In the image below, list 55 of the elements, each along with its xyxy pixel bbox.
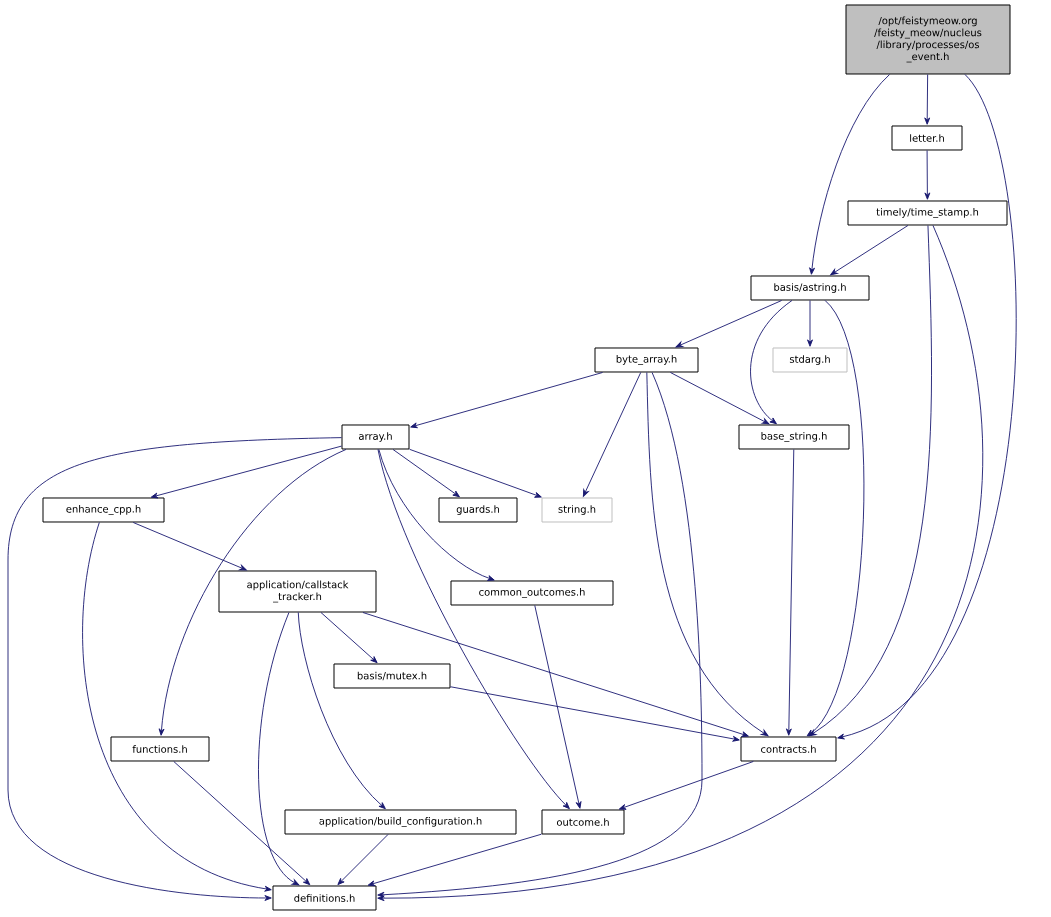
arrow <box>450 686 740 742</box>
arrow <box>830 225 909 276</box>
arrow <box>837 74 1017 740</box>
file-box: application/callstack _tracker.h <box>218 570 377 613</box>
file-box: functions.h <box>110 736 210 762</box>
arrow <box>258 612 300 886</box>
file-box: string.h <box>541 497 613 523</box>
file-box: base_string.h <box>738 424 850 450</box>
arrow <box>670 372 770 425</box>
arrow <box>808 225 932 737</box>
file-box: definitions.h <box>272 885 377 911</box>
arrow <box>377 449 570 810</box>
file-box: basis/mutex.h <box>333 663 451 689</box>
arrow <box>173 761 311 886</box>
file-box: letter.h <box>891 125 963 151</box>
arrow <box>410 372 603 429</box>
arrow <box>297 612 386 810</box>
arrow <box>807 300 813 347</box>
arrow <box>158 449 347 736</box>
arrow <box>409 448 542 498</box>
arrow <box>367 833 542 887</box>
file-box: guards.h <box>438 497 518 523</box>
file-box: timely/time_stamp.h <box>847 200 1008 226</box>
file-box: /opt/feistymeow.org /feisty_meow/nucleus /library/processes/os _event.h <box>845 4 1011 75</box>
arrow <box>582 372 642 497</box>
arrow <box>618 761 754 810</box>
arrow <box>646 372 769 737</box>
arrow <box>378 449 495 581</box>
file-box: outcome.h <box>541 809 625 835</box>
file-box: application/build_configuration.h <box>284 809 517 835</box>
file-box: contracts.h <box>740 736 837 762</box>
arrow <box>377 225 983 902</box>
arrow <box>785 449 795 736</box>
arrow <box>150 445 342 499</box>
arrow <box>924 74 931 125</box>
file-box: common_outcomes.h <box>450 580 614 606</box>
file-box: stdarg.h <box>772 347 848 373</box>
file-box: array.h <box>341 424 410 450</box>
arrow <box>534 605 582 809</box>
arrow <box>809 74 890 275</box>
arrow <box>806 300 865 737</box>
arrow <box>362 612 749 737</box>
arrow <box>377 372 703 898</box>
arrow <box>392 449 460 498</box>
file-box: byte_array.h <box>594 347 699 373</box>
file-box: basis/astring.h <box>750 275 870 301</box>
arrow <box>924 150 931 200</box>
arrow <box>750 300 793 425</box>
arrow <box>82 522 272 892</box>
arrow <box>675 300 783 348</box>
arrow <box>132 522 247 571</box>
arrow <box>320 612 378 664</box>
arrow <box>337 834 389 886</box>
file-box: enhance_cpp.h <box>42 497 165 523</box>
arrow <box>7 437 342 901</box>
